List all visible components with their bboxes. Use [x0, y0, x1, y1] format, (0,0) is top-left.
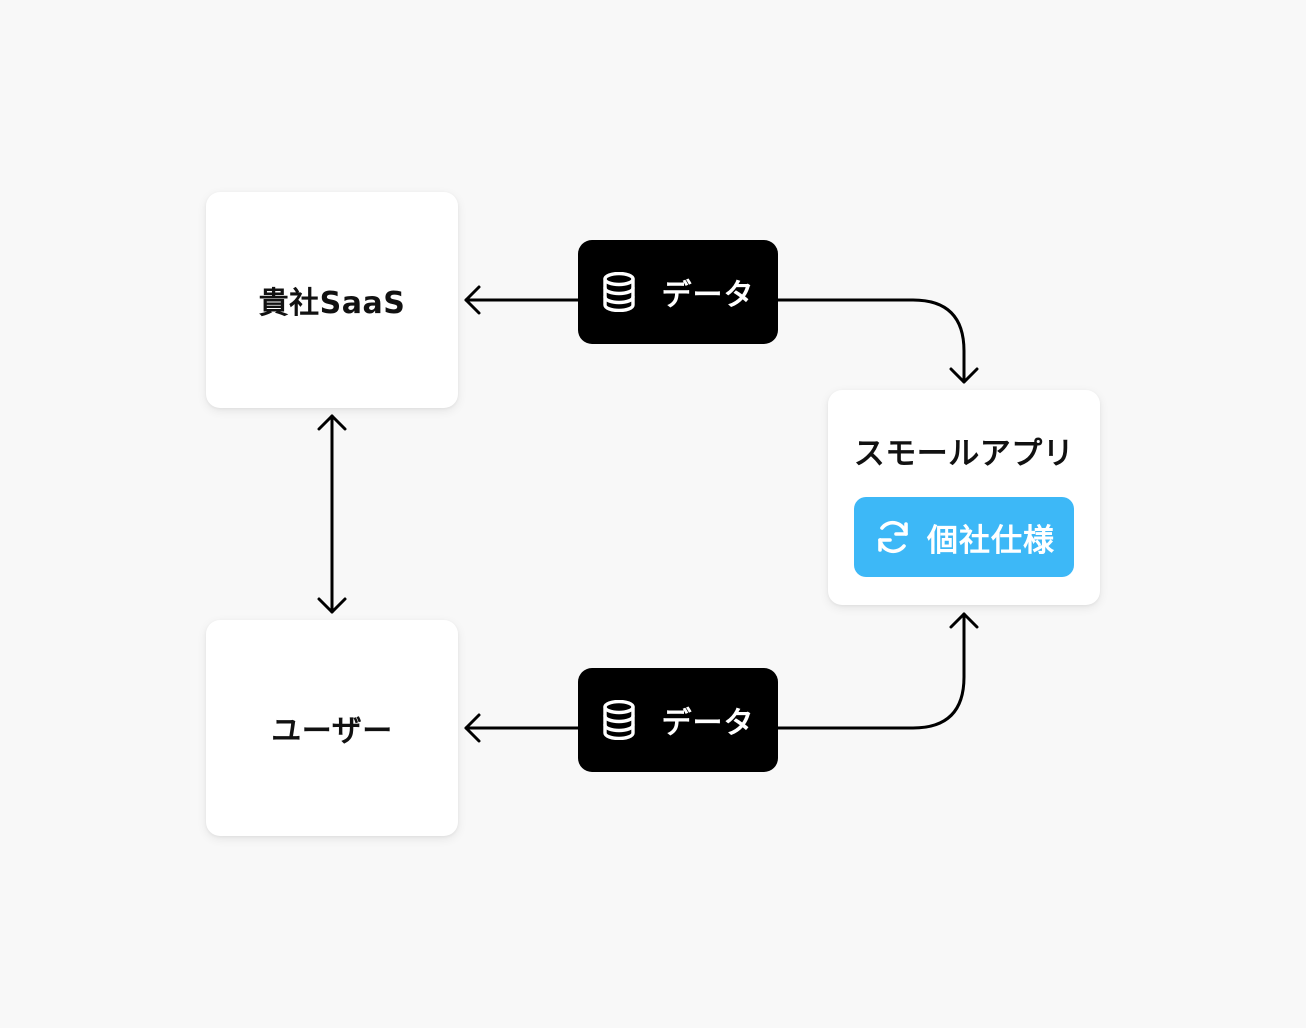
edge-vertical-arrowhead-down [317, 597, 347, 614]
saas-node-label: 貴社SaaS [258, 286, 406, 321]
edge-top-arrowhead-down [949, 367, 979, 384]
custom-spec-badge: 個社仕様 [854, 497, 1074, 577]
edge-bottom-arrowhead-up [949, 612, 979, 629]
data-edge-label-top-text: データ [661, 278, 755, 313]
user-node: ユーザー [206, 620, 458, 836]
edge-bottom-line [464, 612, 966, 730]
small-app-node: スモールアプリ 個社仕様 [828, 390, 1100, 605]
edge-top-line [464, 298, 966, 384]
custom-spec-badge-label: 個社仕様 [927, 522, 1055, 559]
edge-vertical-arrowhead-up [317, 414, 347, 431]
small-app-node-label: スモールアプリ [853, 436, 1075, 472]
data-edge-label-bottom-text: データ [661, 706, 755, 741]
saas-node: 貴社SaaS [206, 192, 458, 408]
database-icon [602, 272, 636, 312]
edge-top-arrowhead-left [464, 285, 481, 315]
user-node-label: ユーザー [271, 714, 393, 749]
refresh-icon [873, 517, 913, 557]
database-icon [602, 700, 636, 740]
data-edge-label-top: データ [578, 240, 778, 344]
data-edge-label-bottom: データ [578, 668, 778, 772]
edge-bottom-arrowhead-left [464, 713, 481, 743]
